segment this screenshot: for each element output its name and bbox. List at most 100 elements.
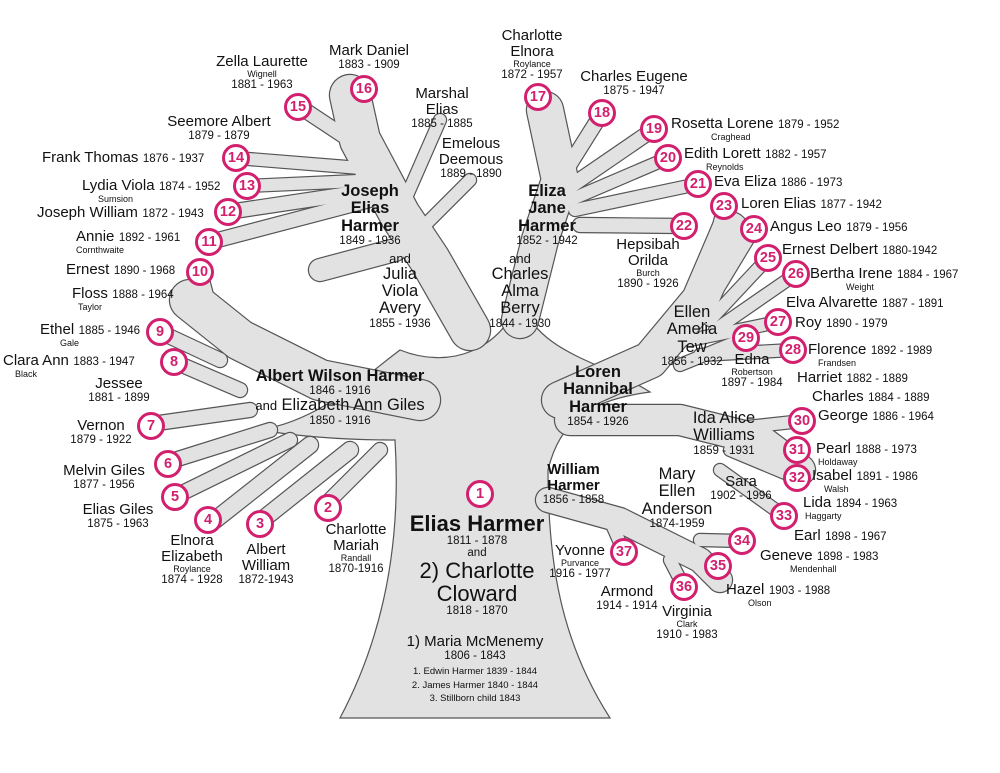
person-name: Angus Leo [770,218,842,235]
person-years: 1882 - 1889 [846,373,908,385]
person-charlotte-elnora: Charlotte Elnora Roylance 1872 - 1957 [492,28,572,81]
spouse-name: Berry [500,299,540,318]
couple-and: and [389,251,411,266]
person-vernon: Vernon 1879 - 1922 [64,418,138,446]
spouse-years: 1874-1959 [649,517,705,530]
spouse-years: 1850 - 1916 [309,415,371,428]
spouse1-years: 1806 - 1843 [444,649,506,662]
tree-branch [221,183,382,219]
spouse-years: 1856 - 1932 [661,355,723,368]
person-years: 1897 - 1984 [721,377,783,390]
person-years: 1888 - 1973 [855,444,917,456]
person-years: 1872 - 1943 [142,208,204,220]
couple-name: Harmer [341,216,399,235]
wife-ida: Ida Alice Williams 1859 - 1931 [676,409,772,457]
person-name: Seemore Albert [167,113,271,130]
number-badge: 16 [350,75,378,103]
first-wife-child: 3. Stillborn child 1843 [429,693,521,705]
person-years: 1870-1916 [328,562,384,575]
person-clara: Clara Ann 1883 - 1947 Black [3,353,135,379]
couple-albert: Albert Wilson Harmer 1846 - 1916 and Eli… [240,367,440,428]
first-wife-child: 2. James Harmer 1840 - 1844 [411,679,539,691]
spouse-name: Ida Alice [692,409,756,427]
couple-william: William Harmer 1856 - 1858 [526,462,621,506]
number-badge: 29 [732,324,760,352]
person-years: 1892 - 1989 [870,345,933,357]
person-annie: Annie 1892 - 1961 Cornthwaite [76,229,180,255]
couple-years: 1849 - 1936 [339,234,401,247]
tree-branch [414,174,476,236]
person-years: 1892 - 1961 [118,232,181,244]
person-name: Virginia [662,603,712,620]
person-name: Joseph William [37,204,138,221]
couple-name: Eliza [528,182,566,200]
patriarch-label: Elias Harmer 1811 - 1878 and 2) Charlott… [402,512,552,618]
person-melvin: Melvin Giles 1877 - 1956 [56,463,152,491]
number-badge: 5 [161,483,189,511]
person-surname: Reynolds [706,161,744,172]
person-surname: Roylance [513,58,551,69]
person-years: 1885 - 1885 [411,117,473,130]
person-hepsibah: Hepsibah Orilda Burch 1890 - 1926 [606,237,690,290]
person-elva: Elva Alvarette 1887 - 1891 [786,295,944,312]
number-badge: 1 [466,480,494,508]
spouse-name: Ellen [658,482,696,501]
couple-name: Joseph [341,182,399,200]
person-name: Elias Giles [82,501,154,518]
person-seemore: Seemore Albert 1879 - 1879 [164,114,274,142]
person-earl: Earl 1898 - 1967 [794,528,887,545]
person-name: Florence [808,341,867,358]
tree-branch [694,200,730,306]
number-badge: 34 [728,527,756,555]
number-badge: 6 [154,450,182,478]
couple-eliza-spouse: and Charles Alma Berry 1844 - 1930 [470,252,570,330]
person-surname: Haggarty [805,510,842,521]
number-badge: 7 [137,412,165,440]
person-armond: Armond 1914 - 1914 [590,584,664,612]
person-name: Clara Ann [3,352,69,369]
person-years: 1885 - 1946 [78,325,141,337]
wife-mary: Mary Ellen Anderson 1874-1959 [632,465,722,530]
tree-branch [558,122,661,197]
person-years: 1891 - 1986 [856,471,918,483]
person-years: 1889 - 1890 [440,167,502,180]
person-eva: Eva Eliza 1886 - 1973 [714,174,842,191]
person-name: Marshal [415,85,469,102]
person-name: Charles [812,388,864,405]
spouse-name: Amelia [666,320,718,339]
person-name: Charlotte [325,521,387,538]
person-name: Emelous [441,135,501,152]
person-surname: Black [15,368,38,379]
person-name: Rosetta Lorene [671,115,774,132]
tree-branch [171,433,297,502]
person-charles-eugene: Charles Eugene 1875 - 1947 [574,69,694,97]
couple-eliza: Eliza Jane Harmer 1852 - 1942 [492,182,602,247]
person-name: Elias [425,100,459,118]
person-name: Jessee [95,375,143,392]
spouse-years: 1859 - 1931 [693,444,755,457]
person-name: Hazel [726,581,765,598]
first-wife-label: 1) Maria McMenemy 1806 - 1843 1. Edwin H… [395,634,555,706]
person-years: 1876 - 1937 [142,153,205,165]
tree-branch [207,437,318,528]
person-loren-elias: Loren Elias 1877 - 1942 [741,196,882,213]
person-name: Mark Daniel [328,42,410,59]
person-name: Bertha Irene [810,265,893,282]
person-name: Loren Elias [741,195,817,212]
number-badge: 24 [740,215,768,243]
person-years: 1872-1943 [238,573,294,586]
person-name: Armond [600,583,654,600]
number-badge: 32 [783,464,811,492]
couple-joseph-spouse: and Julia Viola Avery 1855 - 1936 [345,252,455,330]
person-years: 1890 - 1979 [826,318,888,330]
number-badge: 8 [160,348,188,376]
person-years: 1888 - 1964 [112,289,174,301]
person-mark: Mark Daniel 1883 - 1909 [322,43,416,71]
person-years: 1884 - 1967 [897,269,959,281]
person-name: Ernest Delbert [782,241,878,258]
person-years: 1879 - 1879 [188,129,250,142]
person-surname: Clark [676,618,698,629]
tree-branch [564,152,674,206]
person-ethel: Ethel 1885 - 1946 Gale [40,322,140,348]
person-surname: Burch [636,267,660,278]
